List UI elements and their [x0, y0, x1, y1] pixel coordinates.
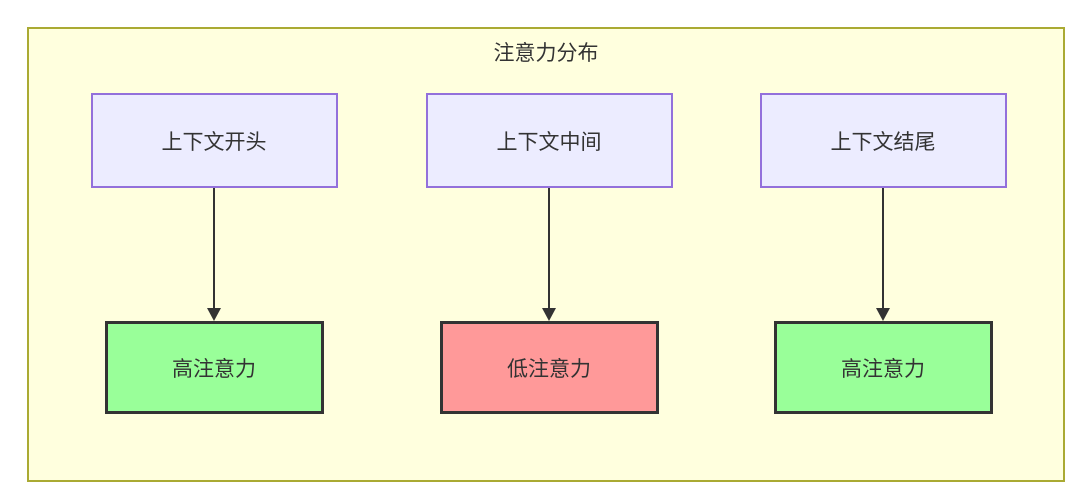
- arrow-head-icon: [876, 308, 890, 321]
- node-context-end: 上下文结尾: [759, 93, 1007, 188]
- arrow-head-icon: [207, 308, 221, 321]
- node-attention-result: 高注意力: [104, 321, 324, 414]
- arrow-down-icon: [876, 188, 890, 321]
- arrow-down-icon: [207, 188, 221, 321]
- diagram-column-end: 上下文结尾 高注意力: [753, 29, 1013, 480]
- attention-distribution-diagram: 注意力分布 上下文开头 高注意力 上下文中间 低注意力 上下文结尾: [27, 27, 1065, 482]
- node-label: 高注意力: [841, 357, 925, 381]
- node-label: 上下文中间: [496, 130, 602, 154]
- node-context-beginning: 上下文开头: [90, 93, 338, 188]
- node-attention-result: 低注意力: [439, 321, 659, 414]
- node-label: 低注意力: [507, 357, 591, 381]
- node-context-middle: 上下文中间: [425, 93, 673, 188]
- node-label: 上下文开头: [161, 130, 267, 154]
- arrow-line: [882, 188, 884, 309]
- node-label: 高注意力: [172, 357, 256, 381]
- node-attention-result: 高注意力: [773, 321, 993, 414]
- arrow-line: [548, 188, 550, 309]
- arrow-down-icon: [542, 188, 556, 321]
- diagram-column-middle: 上下文中间 低注意力: [419, 29, 679, 480]
- node-label: 上下文结尾: [830, 130, 936, 154]
- arrow-head-icon: [542, 308, 556, 321]
- diagram-title: 注意力分布: [493, 42, 599, 65]
- diagram-column-start: 上下文开头 高注意力: [84, 29, 344, 480]
- arrow-line: [213, 188, 215, 309]
